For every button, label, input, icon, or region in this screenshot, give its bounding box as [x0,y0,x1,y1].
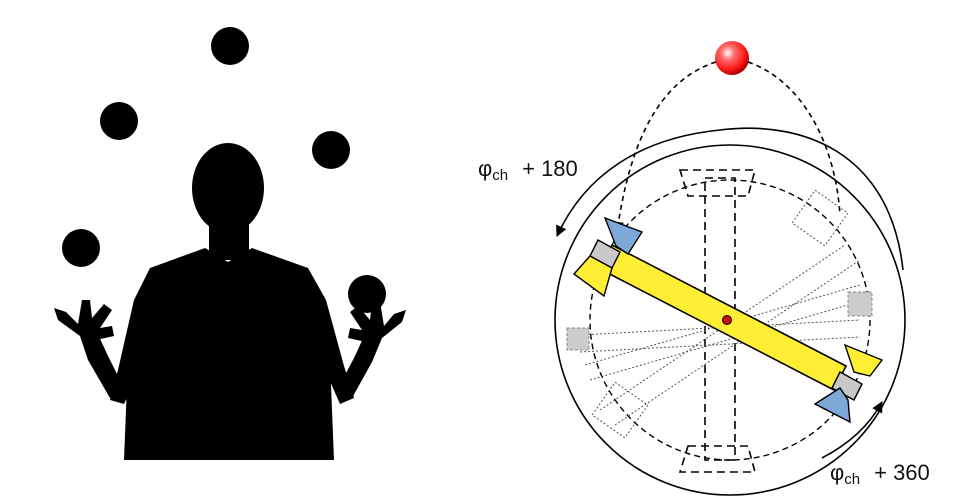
juggler-illustration [54,27,406,460]
trajectory-left [612,61,717,234]
inner-dashed-circle [589,179,871,461]
rotation-arc-top [556,127,904,271]
juggling-ball [211,27,249,65]
rotation-arc-bottom [821,401,883,459]
juggling-ball [312,131,350,169]
clamp-lower-right [813,343,884,424]
catcher-diagram: φch+ 180 φch+ 360 [478,41,930,496]
juggling-ball [100,102,138,140]
outer-wheel [554,144,906,496]
ghost-clamps [566,291,873,351]
juggler-silhouette [54,143,406,460]
clamp-upper-left [572,216,644,298]
red-ball [715,41,749,75]
trajectory-right [747,61,841,216]
juggling-ball [62,229,100,267]
label-phi-360: φch+ 360 [830,460,930,488]
center-pin [722,315,732,325]
label-phi-180: φch+ 180 [478,156,578,184]
rotor-arm [572,216,884,424]
